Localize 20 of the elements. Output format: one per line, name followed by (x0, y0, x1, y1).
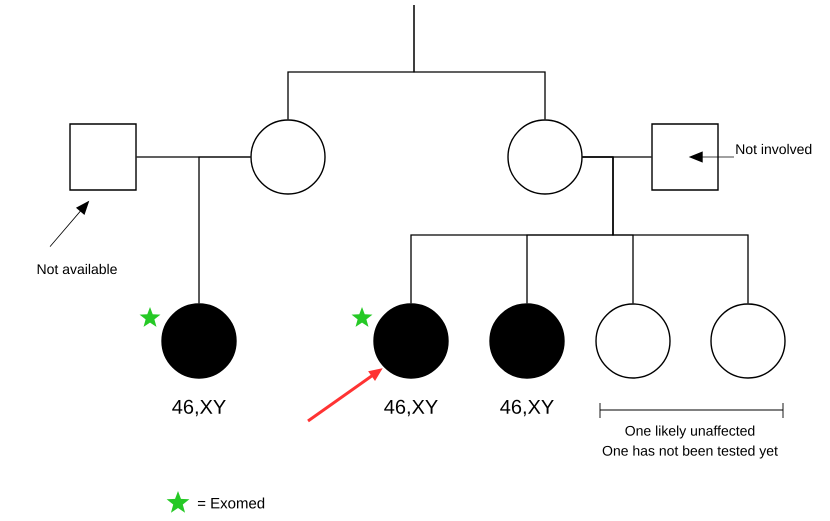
affected-circle (161, 303, 237, 379)
pedigree-line (582, 156, 749, 304)
female-circle (710, 303, 786, 379)
karyotype-label: 46,XY (500, 400, 554, 416)
karyotype-label: 46,XY (384, 400, 438, 416)
female-circle (250, 119, 326, 195)
legend-text: = Exomed (198, 497, 264, 508)
note-text: One has not been tested yet (601, 444, 779, 460)
note-text: Not involved (736, 144, 812, 154)
female-circle (507, 119, 583, 195)
male-square (651, 123, 719, 191)
male-square (69, 123, 137, 191)
note-text: Not available (38, 264, 117, 274)
pedigree-line (413, 5, 546, 120)
affected-circle (489, 303, 565, 379)
female-circle (595, 303, 671, 379)
pedigree-line (198, 156, 250, 304)
affected-circle (373, 303, 449, 379)
note-text: One likely unaffected (624, 424, 756, 440)
karyotype-label: 46,XY (172, 400, 226, 416)
